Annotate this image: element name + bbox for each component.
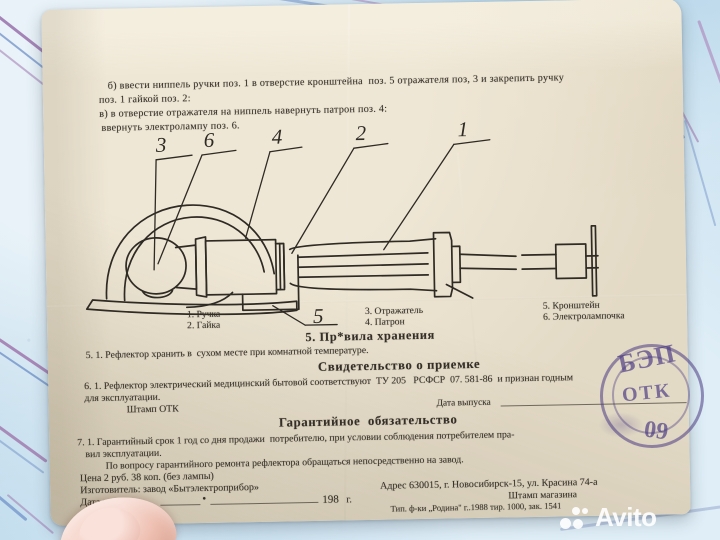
stamp-smudge [598, 412, 644, 438]
section-heading-storage: 5. Пр*вила хранения [305, 327, 435, 345]
sale-date-year-suffix: г. [346, 494, 352, 506]
otk-stamp-ring-outer [600, 344, 704, 448]
warranty-line-1: 7. 1. Гарантийный срок 1 год со дня прод… [77, 429, 515, 449]
diagram-callout-5: 5 [313, 304, 324, 328]
diagram-callout-6: 6 [204, 128, 215, 152]
legend-item-3: 3. Отражатель [364, 304, 424, 318]
diagram-callout-1: 1 [457, 117, 468, 141]
instruction-line-2: поз. 1 гайкой поз. 2: [98, 93, 191, 106]
avito-dots-icon [560, 504, 590, 530]
sale-date-rule-month [210, 501, 319, 505]
otk-stamp-ring-inner [612, 356, 690, 434]
shop-stamp-label: Штамп магазина [508, 489, 578, 502]
legend-item-2: 2. Гайка [187, 319, 221, 332]
avito-watermark: Avito [560, 504, 657, 530]
instruction-line-3: в) в отверстие отражателя на ниппель нав… [99, 103, 388, 120]
acceptance-line-2: для эксплуатации. [84, 391, 161, 405]
legend-item-6: 6. Электролампочка [542, 310, 625, 323]
stamp-text-date: 09 [642, 416, 670, 446]
warranty-line-2: вил эксплуатации. [85, 447, 162, 461]
diagram-callout-2: 2 [355, 121, 366, 145]
assembly-diagram: 3 6 4 2 1 5 [41, 0, 690, 526]
section-heading-acceptance: Свидетельство о приемке [317, 356, 481, 374]
field-label-otk-stamp: Штамп ОТК [126, 403, 179, 416]
printshop-line: Тип. ф-ки „Родина" г..1988 тир. 1000, за… [390, 500, 562, 514]
document-text-layer: б) ввести ниппель ручки поз. 1 в отверст… [41, 0, 690, 526]
storage-line-1: 5. 1. Рефлектор хранить в сухом месте пр… [85, 344, 369, 362]
avito-watermark-text: Avito [595, 502, 657, 532]
instruction-line-1: б) ввести ниппель ручки поз. 1 в отверст… [107, 72, 565, 92]
legend-item-4: 4. Патрон [365, 316, 405, 329]
field-label-issue-date: Дата выпуска [436, 397, 491, 409]
section-heading-warranty: Гарантийное обязательство [278, 412, 458, 430]
sale-date-year: 198 [322, 493, 339, 506]
diagram-callout-4: 4 [271, 125, 282, 149]
manufacturer-line: Изготовитель: завод «Бытэлектроприбор» [80, 482, 260, 497]
acceptance-line-1: 6. 1. Рефлектор электрический медицински… [84, 372, 574, 393]
sale-date-rule-day [160, 504, 201, 506]
diagram-callout-3: 3 [155, 133, 167, 157]
instruction-line-4: ввернуть электролампу поз. 6. [101, 120, 240, 134]
legend-item-1: 1. Ручка [186, 308, 221, 321]
sale-date-separator: • [202, 492, 207, 506]
